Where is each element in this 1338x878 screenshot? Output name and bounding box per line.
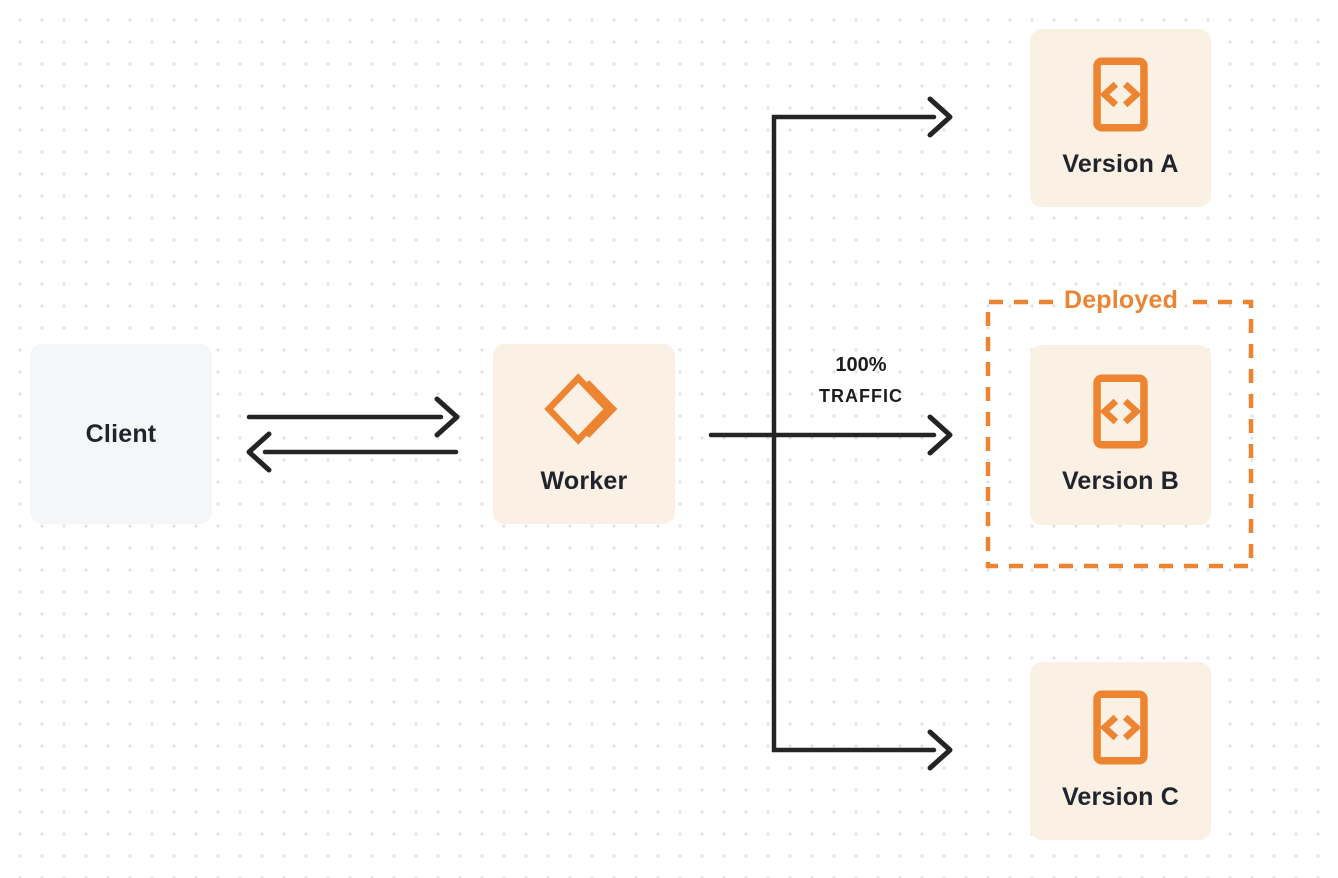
- version-a-node-label: Version A: [1062, 150, 1179, 178]
- code-document-icon: [1092, 690, 1149, 765]
- request-arrow: [246, 396, 460, 438]
- worker-node: Worker: [493, 344, 675, 524]
- version-b-node-label: Version B: [1061, 467, 1180, 495]
- response-arrow: [246, 431, 459, 473]
- version-c-node-label: Version C: [1061, 783, 1180, 811]
- branch-wires: [708, 96, 953, 771]
- arrowhead-version-c: [927, 729, 953, 771]
- version-a-node: Version A: [1030, 29, 1211, 207]
- version-c-node: Version C: [1030, 662, 1211, 840]
- traffic-word-text: TRAFFIC: [819, 386, 903, 406]
- workers-double-chevron-diamond-icon: [544, 372, 624, 445]
- version-b-node: Version B: [1030, 345, 1211, 525]
- client-node: Client: [30, 344, 212, 524]
- traffic-annotation: 100% TRAFFIC: [781, 350, 941, 412]
- deployed-annotation-label: Deployed: [1063, 286, 1179, 314]
- client-node-label: Client: [85, 419, 157, 448]
- code-document-icon: [1092, 57, 1149, 132]
- code-document-icon: [1092, 374, 1149, 449]
- traffic-percent-text: 100%: [835, 354, 887, 376]
- worker-node-label: Worker: [540, 466, 628, 495]
- arrowhead-version-a: [927, 96, 953, 138]
- arrowhead-version-b: [927, 414, 953, 456]
